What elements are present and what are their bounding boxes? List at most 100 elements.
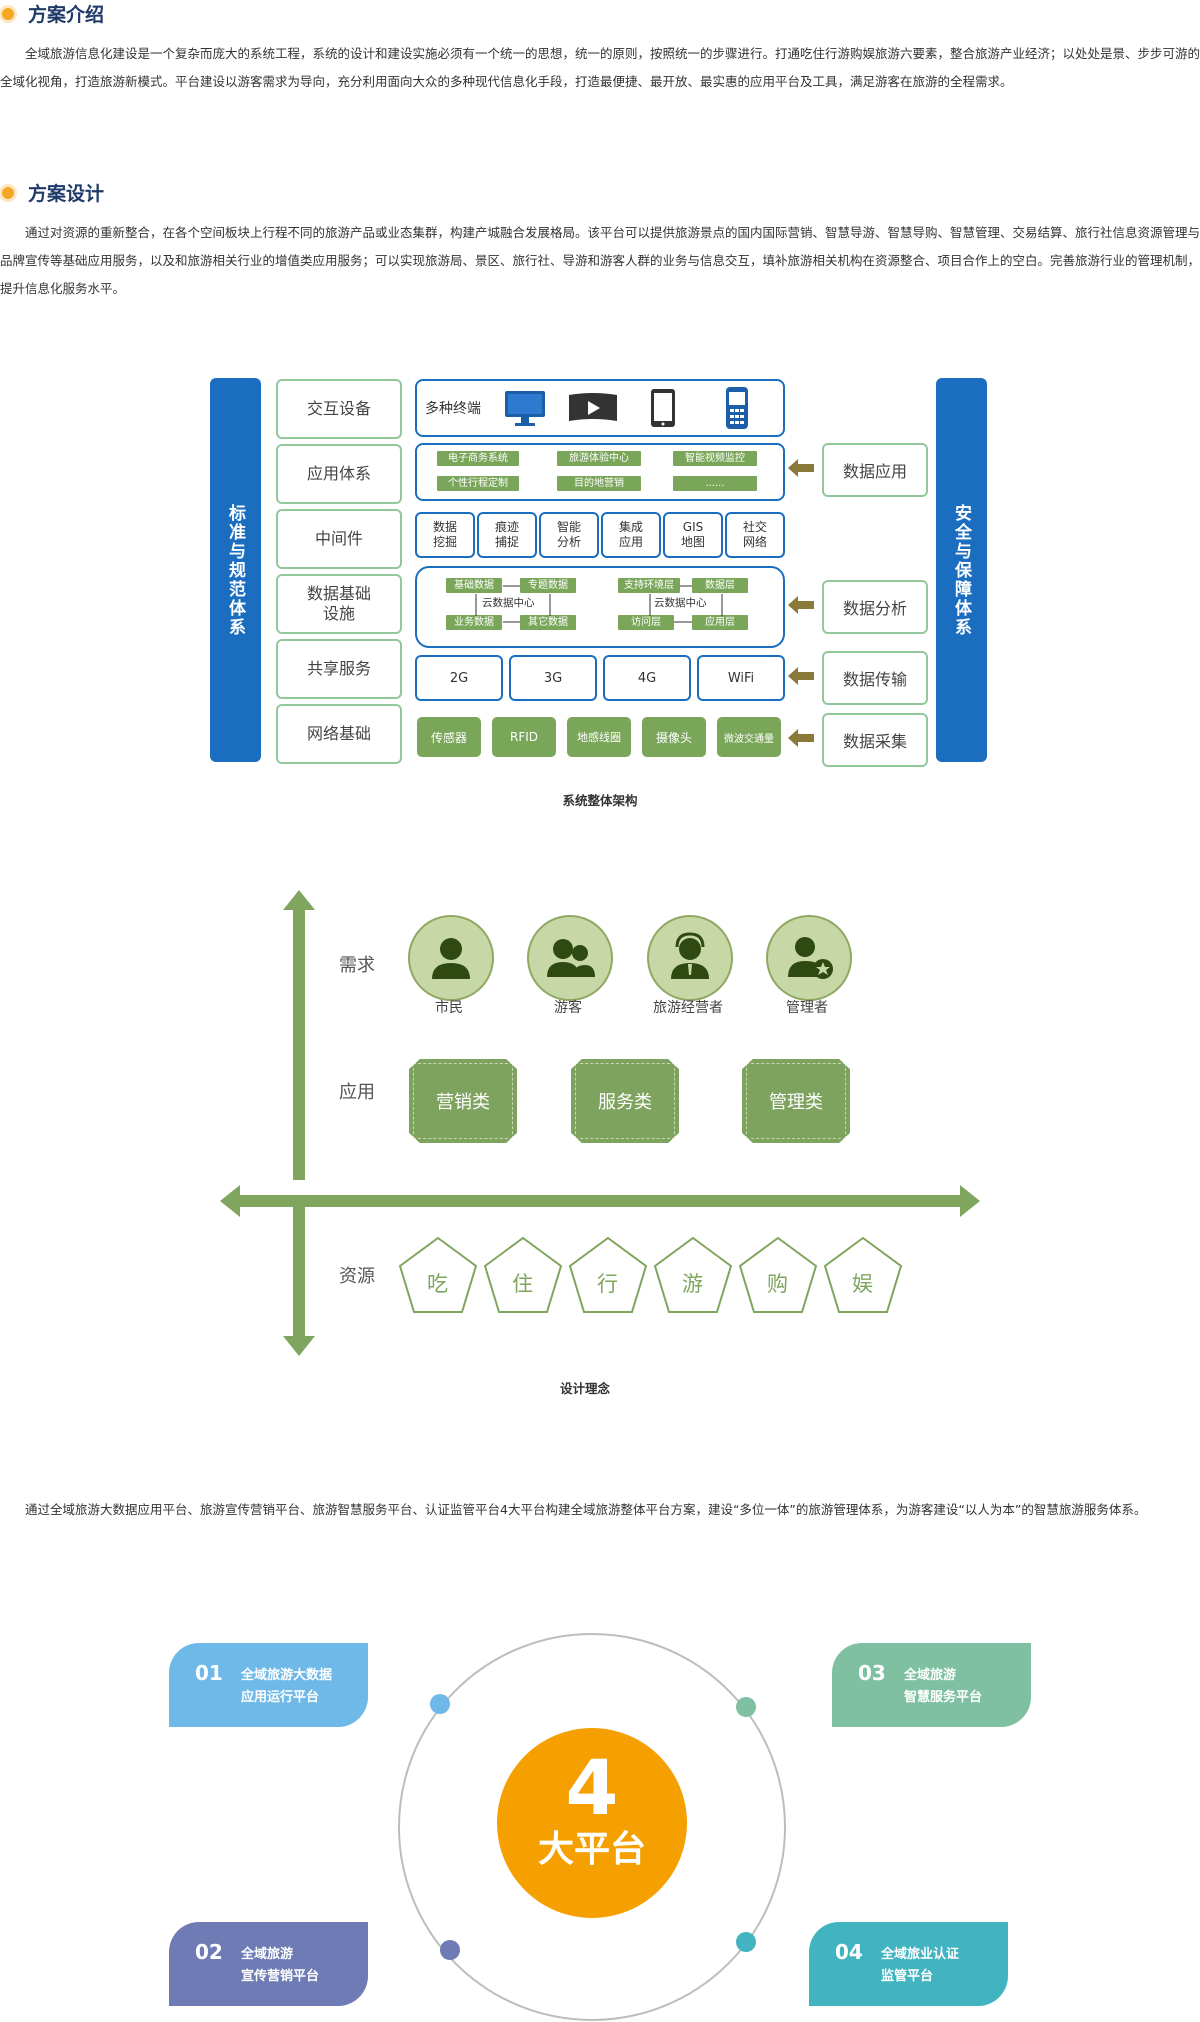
headset-person-icon: [671, 932, 709, 979]
network-2g: 2G: [415, 655, 503, 701]
app-destination-marketing: 目的地营销: [557, 476, 641, 491]
tablet-icon: [651, 389, 675, 427]
layer-middleware: 中间件: [276, 509, 402, 569]
rfid-item: RFID: [492, 717, 556, 757]
concept-caption: 设计理念: [559, 1381, 610, 1396]
layer-application-system: 应用体系: [276, 444, 402, 504]
group-icon: [547, 939, 595, 977]
arrow-left-icon: [788, 667, 814, 685]
resource-entertain: 娱: [852, 1272, 873, 1296]
data-business: 业务数据: [446, 615, 502, 630]
ground-loop-item: 地感线圈: [567, 717, 631, 757]
terminals-label: 多种终端: [425, 401, 481, 417]
resource-label: 资源: [339, 1266, 375, 1287]
layer-data-infrastructure: 数据基础 设施: [276, 574, 402, 634]
data-other: 其它数据: [520, 615, 576, 630]
app-experience-center: 旅游体验中心: [557, 451, 641, 466]
network-wifi: WiFi: [697, 655, 785, 701]
resource-stay: 住: [512, 1272, 533, 1296]
orbit-dot-3: [736, 1697, 756, 1717]
data-cloud-center-left: 云数据中心: [482, 597, 535, 609]
person-label: 游客: [554, 1000, 582, 1016]
center-number: 4: [565, 1743, 619, 1832]
data-topic: 专题数据: [520, 578, 576, 593]
arrow-left-icon: [788, 596, 814, 614]
citizen-avatar: [408, 915, 494, 1001]
arrow-left-icon: [788, 459, 814, 477]
design-paragraph: 通过对资源的重新整合，在各个空间板块上行程不同的旅游产品或业态集群，构建产城融合…: [0, 225, 1200, 296]
person-icon: [432, 938, 470, 979]
mw-data-mining: 数据挖掘: [415, 512, 475, 558]
mw-smart-analysis: 智能分析: [539, 512, 599, 558]
data-layer: 数据层: [692, 578, 748, 593]
intro-title: 方案介绍: [28, 4, 105, 26]
design-title: 方案设计: [28, 183, 105, 205]
camera-item: 摄像头: [642, 717, 706, 757]
data-collection-label: 数据采集: [822, 713, 928, 767]
data-support-env: 支持环境层: [618, 578, 680, 593]
data-application-label: 数据应用: [822, 443, 928, 497]
tourist-avatar: [527, 915, 613, 1001]
data-basic: 基础数据: [446, 578, 502, 593]
operator-avatar: [647, 915, 733, 1001]
management-category: 管理类: [742, 1059, 850, 1143]
mw-trace-capture: 痕迹捕捉: [477, 512, 537, 558]
layer-network-base: 网络基础: [276, 704, 402, 764]
resource-tour: 游: [682, 1272, 703, 1296]
monitor-icon: [505, 391, 545, 426]
summary-paragraph: 通过全域旅游大数据应用平台、旅游宣传营销平台、旅游智慧服务平台、认证监管平台4大…: [25, 1502, 1147, 1517]
mw-integration: 集成应用: [601, 512, 661, 558]
terminals-row: 多种终端: [415, 379, 785, 437]
security-bar: 安全与保障体系: [936, 378, 987, 762]
sensor-item: 传感器: [417, 717, 481, 757]
person-label: 市民: [435, 1000, 463, 1016]
standards-bar: 标准与规范体系: [210, 378, 261, 762]
service-category: 服务类: [571, 1059, 679, 1143]
manager-avatar: [766, 915, 852, 1001]
bullet-icon: [2, 186, 14, 199]
phone-icon: [726, 387, 748, 429]
resource-eat: 吃: [427, 1272, 448, 1296]
mw-social-network: 社交网络: [725, 512, 785, 558]
data-connector-lines: [475, 585, 723, 623]
resource-shop: 购: [767, 1272, 788, 1296]
app-ecommerce: 电子商务系统: [437, 451, 519, 466]
person-label: 管理者: [786, 1000, 828, 1016]
resource-pentagons: [398, 1236, 903, 1313]
app-more: ......: [673, 476, 757, 491]
orbit-dot-4: [736, 1932, 756, 1952]
person-label: 旅游经营者: [653, 1000, 723, 1016]
center-badge: 4 大平台: [497, 1728, 687, 1918]
data-app-layer: 应用层: [692, 615, 748, 630]
admin-star-icon: [788, 937, 833, 979]
bullet-icon: [2, 7, 14, 20]
concept-axes: [220, 890, 980, 1356]
orbit-dot-1: [430, 1694, 450, 1714]
layer-shared-services: 共享服务: [276, 639, 402, 699]
platform-card-02: 02 全域旅游宣传营销平台: [169, 1922, 368, 2006]
video-screen-icon: [569, 393, 617, 421]
network-4g: 4G: [603, 655, 691, 701]
platform-card-04: 04 全域旅业认证监管平台: [809, 1922, 1008, 2006]
arrow-left-icon: [788, 729, 814, 747]
section-title-intro: 方案介绍: [2, 0, 104, 27]
marketing-category: 营销类: [409, 1059, 517, 1143]
platform-card-03: 03 全域旅游智慧服务平台: [832, 1643, 1031, 1727]
orbit-dot-2: [440, 1940, 460, 1960]
center-text: 大平台: [537, 1829, 646, 1870]
resource-travel: 行: [597, 1272, 618, 1296]
app-video-monitoring: 智能视频监控: [673, 451, 757, 466]
intro-paragraph: 全域旅游信息化建设是一个复杂而庞大的系统工程，系统的设计和建设实施必须有一个统一…: [0, 46, 1200, 89]
data-cloud-center-right: 云数据中心: [654, 597, 707, 609]
network-3g: 3G: [509, 655, 597, 701]
microwave-traffic-item: 微波交通量: [717, 717, 781, 757]
section-title-design: 方案设计: [2, 179, 104, 206]
architecture-caption: 系统整体架构: [562, 793, 638, 808]
data-analysis-label: 数据分析: [822, 580, 928, 634]
layer-interaction-devices: 交互设备: [276, 379, 402, 439]
application-label: 应用: [339, 1082, 375, 1103]
demand-label: 需求: [339, 955, 375, 976]
platform-card-01: 01 全域旅游大数据应用运行平台: [169, 1643, 368, 1727]
data-access-layer: 访问层: [618, 615, 674, 630]
